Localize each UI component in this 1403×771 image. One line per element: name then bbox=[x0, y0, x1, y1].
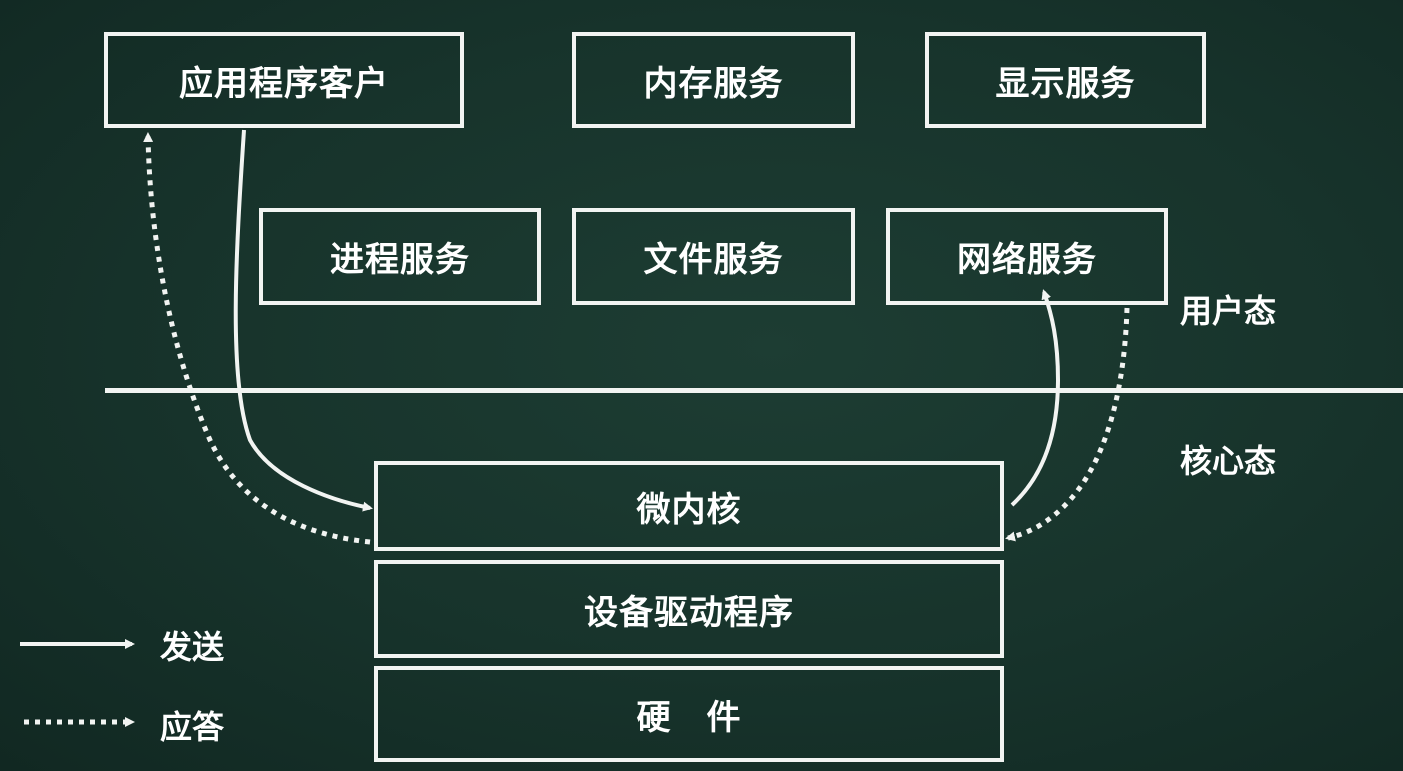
network-service-label: 网络服务 bbox=[957, 240, 1097, 280]
hardware-box: 硬 件 bbox=[374, 666, 1004, 762]
send-arrow-kernel-to-network bbox=[1010, 289, 1061, 507]
reply-arrow-kernel-to-app bbox=[143, 132, 371, 545]
display-service-box: 显示服务 bbox=[925, 32, 1206, 128]
file-service-box: 文件服务 bbox=[572, 208, 855, 305]
app-client-label: 应用程序客户 bbox=[179, 63, 389, 104]
app-client-box: 应用程序客户 bbox=[104, 32, 464, 128]
user-mode-label: 用户态 bbox=[1180, 292, 1277, 330]
send-arrow-app-to-kernel bbox=[233, 129, 373, 512]
legend-reply-label: 应答 bbox=[160, 708, 225, 746]
device-driver-box: 设备驱动程序 bbox=[374, 560, 1004, 658]
kernel-mode-label: 核心态 bbox=[1180, 442, 1277, 480]
hardware-label: 硬 件 bbox=[636, 697, 742, 738]
reply-arrow-network-to-kernel bbox=[1005, 307, 1130, 542]
mode-divider bbox=[105, 388, 1403, 393]
process-service-label: 进程服务 bbox=[330, 240, 470, 280]
memory-service-label: 内存服务 bbox=[643, 63, 784, 104]
microkernel-box: 微内核 bbox=[374, 461, 1004, 551]
microkernel-label: 微内核 bbox=[636, 489, 742, 530]
file-service-label: 文件服务 bbox=[643, 240, 784, 280]
device-driver-label: 设备驱动程序 bbox=[584, 592, 794, 633]
network-service-box: 网络服务 bbox=[886, 208, 1168, 305]
legend-send-label: 发送 bbox=[160, 628, 225, 666]
memory-service-box: 内存服务 bbox=[572, 32, 855, 128]
display-service-label: 显示服务 bbox=[995, 63, 1136, 104]
process-service-box: 进程服务 bbox=[259, 208, 541, 305]
